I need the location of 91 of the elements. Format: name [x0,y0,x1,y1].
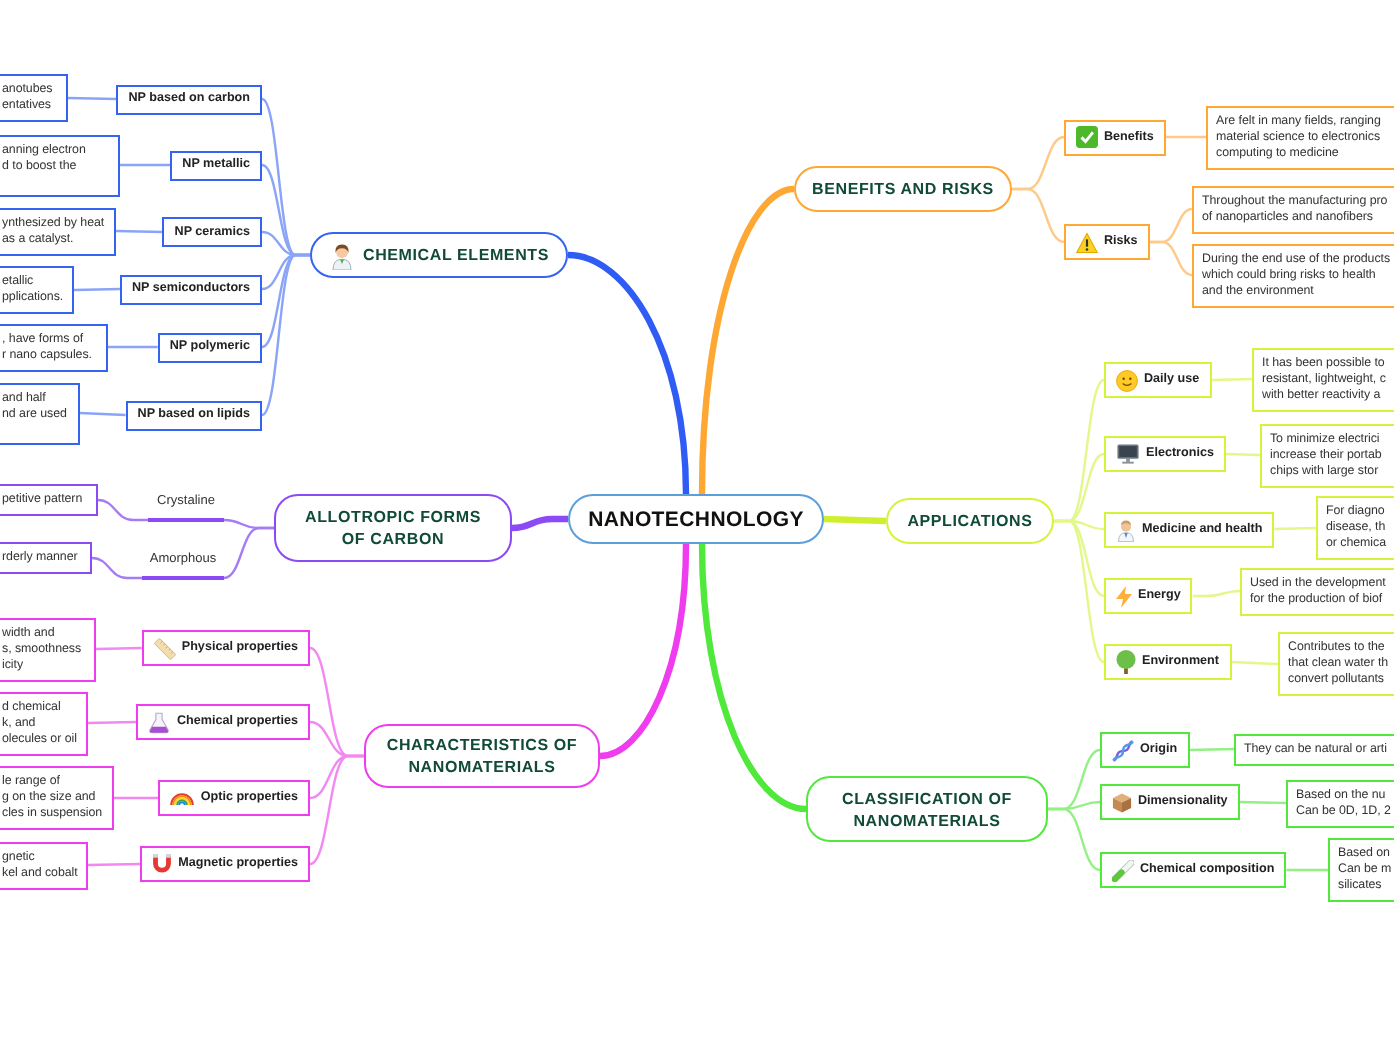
subtopic [119,274,262,304]
note-card [0,323,108,371]
note-card [1316,496,1394,560]
note-card [0,691,88,755]
subtopic [1100,852,1287,888]
note-card [0,617,96,681]
note-card [1206,105,1394,169]
subtopic [125,400,262,430]
note-card [1192,185,1394,233]
branch-line [1012,187,1065,244]
branch-line [223,526,274,580]
subtopic [170,150,262,180]
subtopic [136,704,310,740]
main-topic-text: CHARACTERISTICS OF NANOMATERIALS [386,734,578,778]
branch-line [823,515,887,525]
subtopic [1104,578,1193,614]
branch-line [1189,747,1235,752]
branch-line [95,646,142,651]
main-topic [886,498,1054,544]
main-topic-text: ALLOTROPIC FORMS OF CARBON [305,506,481,550]
subtopic [1104,362,1212,398]
subtopic [116,84,262,114]
branch-line [698,185,795,495]
main-topic-text: CHEMICAL ELEMENTS [363,244,549,266]
subtopic [1100,732,1190,768]
note-card [0,841,88,889]
branch-line [114,796,159,800]
main-topic [310,232,568,278]
note-card [1286,779,1394,827]
branch-line [261,253,310,416]
branch-line [79,411,126,417]
branch-line [698,543,807,813]
note-card [1260,423,1394,487]
branch-line [1054,519,1105,663]
branch-line [511,515,568,532]
central-topic [568,494,824,544]
subtopic [158,780,310,816]
note-card [0,542,92,574]
subtopic [140,846,310,882]
note-card [1328,838,1394,902]
main-topic [806,776,1048,842]
subtopic [157,332,262,362]
subtopic [1104,511,1275,547]
note-card [0,766,114,830]
subtopic [1064,224,1150,260]
note-card [0,266,74,314]
note-card [1240,567,1394,615]
central-topic-text: NANOTECHNOLOGY [588,507,804,531]
branch-line [67,96,117,101]
branch-line [87,720,137,725]
branch-line [87,862,141,867]
note-card [1234,733,1394,765]
subtopic [162,217,262,247]
branch-line [108,345,158,349]
note-card [0,484,98,516]
branch-line [1230,660,1279,666]
subtopic [1100,784,1240,820]
subtopic [1104,644,1231,680]
subtopic [141,630,310,666]
branch-line [567,251,690,495]
subtopic [1104,436,1226,472]
main-topic [794,166,1012,212]
branch-line [1048,807,1101,872]
main-topic-text: CLASSIFICATION OF NANOMATERIALS [842,787,1012,831]
note-card [0,74,68,122]
main-topic-text: APPLICATIONS [907,510,1033,532]
branch-line [1286,868,1328,872]
branch-line [309,754,364,866]
branch-line [120,163,171,167]
main-topic [274,494,512,562]
branch-line [1225,452,1261,457]
branch-line [1211,377,1253,382]
note-card [1192,243,1394,307]
branch-line [1239,800,1287,805]
branch-line [1274,526,1317,531]
branch-line [599,543,690,760]
branch-line [115,229,163,234]
main-topic-text: BENEFITS AND RISKS [812,178,994,200]
note-card [0,207,116,255]
branch-line [91,556,142,580]
note-card [0,134,120,196]
branch-line [1192,589,1241,598]
branch-line [1165,135,1206,139]
subtopic [1064,119,1166,155]
note-card [1252,347,1394,411]
note-card [1278,632,1394,696]
branch-line [1149,240,1193,277]
main-topic [364,724,600,788]
note-card [0,382,80,444]
branch-line [73,287,120,292]
branch-line [97,498,148,522]
